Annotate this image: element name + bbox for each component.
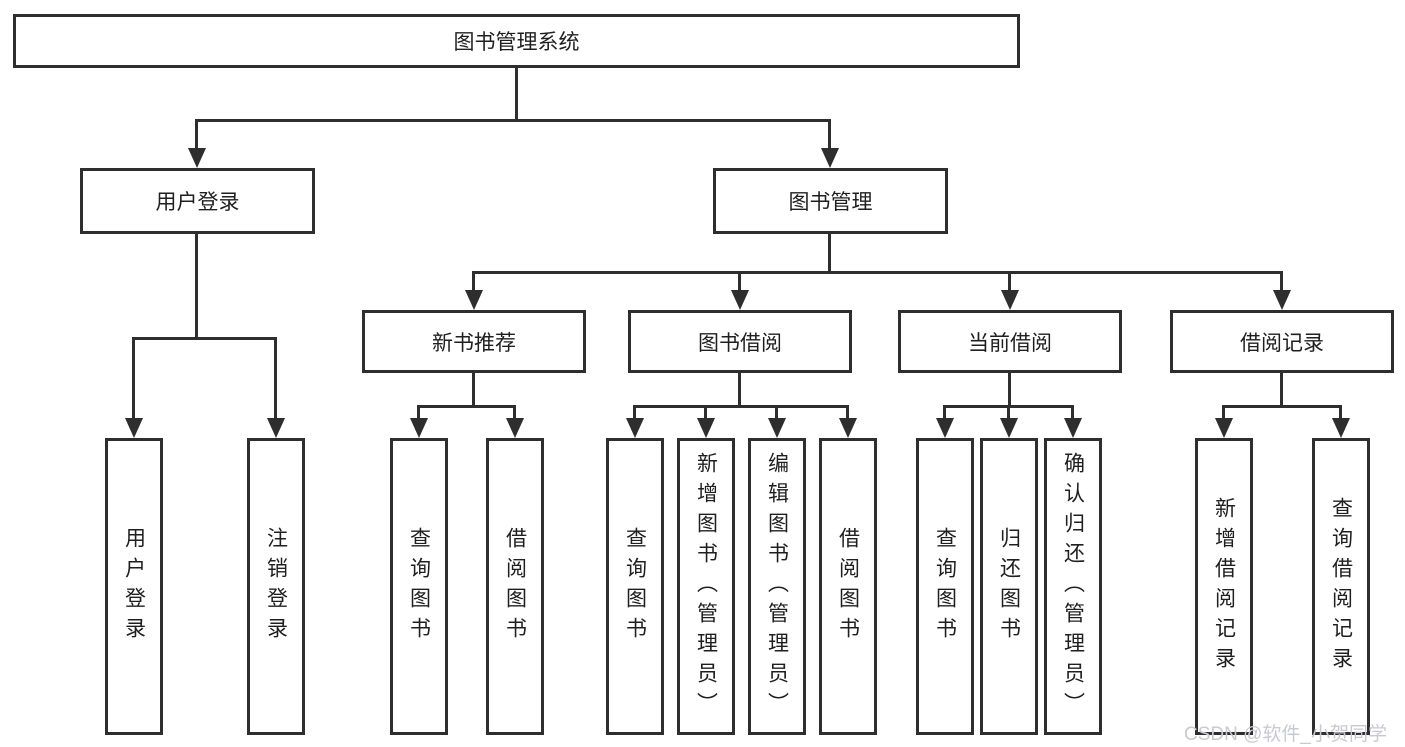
connector-stub — [1071, 405, 1074, 420]
connector-stub — [846, 405, 849, 420]
node-root: 图书管理系统 — [13, 14, 1020, 68]
connector-level3-bus — [472, 271, 1283, 274]
connector-user-login-bus — [132, 337, 277, 340]
connector-to-new-book — [472, 271, 475, 292]
leaf-cb-query-books-label: 查询图书 — [933, 526, 957, 647]
connector-book-borrow-trunk — [738, 373, 741, 406]
arrow-down-icon — [936, 418, 954, 438]
node-new-book-recommend: 新书推荐 — [362, 310, 586, 373]
csdn-watermark: CSDN @软件_小贺同学 — [1184, 724, 1387, 745]
arrow-down-icon — [125, 418, 143, 438]
connector-stub — [1007, 405, 1010, 420]
node-book-borrow: 图书借阅 — [628, 310, 852, 373]
leaf-bb-borrow-books-label: 借阅图书 — [836, 526, 860, 647]
arrow-down-icon — [1064, 418, 1082, 438]
connector-to-book-management — [828, 119, 831, 151]
arrow-down-icon — [839, 418, 857, 438]
connector-root-trunk — [515, 68, 518, 120]
connector-to-leaf-logout — [274, 337, 277, 420]
connector-stub — [1222, 405, 1225, 420]
node-user-login-label: 用户登录 — [155, 191, 240, 214]
leaf-cb-return-books: 归还图书 — [980, 438, 1038, 735]
leaf-cb-confirm-return-admin-label: 确认归还（管理员） — [1061, 451, 1085, 722]
node-user-login: 用户登录 — [80, 168, 315, 234]
arrow-down-icon — [821, 148, 839, 168]
leaf-bb-borrow-books: 借阅图书 — [819, 438, 877, 735]
leaf-br-query-record: 查询借阅记录 — [1312, 438, 1370, 735]
leaf-bb-add-books-admin: 新增图书（管理员） — [677, 438, 735, 735]
leaf-br-query-record-label: 查询借阅记录 — [1329, 496, 1353, 677]
arrow-down-icon — [410, 418, 428, 438]
leaf-br-add-record: 新增借阅记录 — [1195, 438, 1253, 735]
node-current-borrow-label: 当前借阅 — [968, 331, 1052, 355]
arrow-down-icon — [188, 148, 206, 168]
arrow-down-icon — [1001, 290, 1019, 310]
node-book-management: 图书管理 — [713, 168, 948, 234]
connector-current-borrow-trunk — [1008, 373, 1011, 406]
connector-book-management-trunk — [828, 234, 831, 272]
arrow-down-icon — [768, 418, 786, 438]
connector-stub — [513, 405, 516, 420]
connector-new-book-bus — [417, 405, 516, 408]
connector-to-user-login — [195, 119, 198, 151]
connector-to-borrow-records — [1280, 271, 1283, 292]
node-new-book-recommend-label: 新书推荐 — [432, 331, 516, 355]
connector-stub — [417, 405, 420, 420]
node-current-borrow: 当前借阅 — [898, 310, 1122, 373]
leaf-nb-query-books-label: 查询图书 — [407, 526, 431, 647]
node-book-borrow-label: 图书借阅 — [698, 331, 782, 355]
connector-book-borrow-bus — [633, 405, 849, 408]
leaf-bb-query-books-label: 查询图书 — [623, 526, 647, 647]
arrow-down-icon — [697, 418, 715, 438]
leaf-bb-edit-books-admin: 编辑图书（管理员） — [748, 438, 806, 735]
node-book-management-label: 图书管理 — [788, 191, 873, 214]
arrow-down-icon — [267, 418, 285, 438]
connector-new-book-trunk — [472, 373, 475, 406]
leaf-cb-query-books: 查询图书 — [916, 438, 974, 735]
connector-user-login-trunk — [195, 234, 198, 338]
leaf-br-add-record-label: 新增借阅记录 — [1212, 496, 1236, 677]
leaf-nb-query-books: 查询图书 — [390, 438, 448, 735]
connector-stub — [704, 405, 707, 420]
leaf-user-login-label: 用户登录 — [122, 526, 146, 647]
connector-stub — [1339, 405, 1342, 420]
node-root-label: 图书管理系统 — [453, 31, 580, 54]
arrow-down-icon — [626, 418, 644, 438]
connector-to-leaf-user-login — [132, 337, 135, 420]
connector-borrow-records-trunk — [1280, 373, 1283, 406]
leaf-user-login: 用户登录 — [105, 438, 163, 735]
node-borrow-records: 借阅记录 — [1170, 310, 1394, 373]
leaf-bb-edit-books-admin-label: 编辑图书（管理员） — [765, 451, 789, 722]
connector-to-book-borrow — [738, 271, 741, 292]
node-borrow-records-label: 借阅记录 — [1240, 331, 1324, 355]
leaf-bb-add-books-admin-label: 新增图书（管理员） — [694, 451, 718, 722]
connector-level2-bus — [195, 119, 831, 122]
arrow-down-icon — [1215, 418, 1233, 438]
leaf-logout: 注销登录 — [247, 438, 305, 735]
leaf-cb-return-books-label: 归还图书 — [997, 526, 1021, 647]
leaf-cb-confirm-return-admin: 确认归还（管理员） — [1044, 438, 1102, 735]
connector-to-current-borrow — [1008, 271, 1011, 292]
leaf-bb-query-books: 查询图书 — [606, 438, 664, 735]
arrow-down-icon — [1332, 418, 1350, 438]
leaf-logout-label: 注销登录 — [264, 526, 288, 647]
leaf-nb-borrow-books: 借阅图书 — [486, 438, 544, 735]
connector-stub — [633, 405, 636, 420]
leaf-nb-borrow-books-label: 借阅图书 — [503, 526, 527, 647]
arrow-down-icon — [731, 290, 749, 310]
connector-stub — [943, 405, 946, 420]
arrow-down-icon — [1273, 290, 1291, 310]
arrow-down-icon — [506, 418, 524, 438]
connector-stub — [775, 405, 778, 420]
connector-borrow-records-bus — [1222, 405, 1342, 408]
arrow-down-icon — [1000, 418, 1018, 438]
arrow-down-icon — [465, 290, 483, 310]
